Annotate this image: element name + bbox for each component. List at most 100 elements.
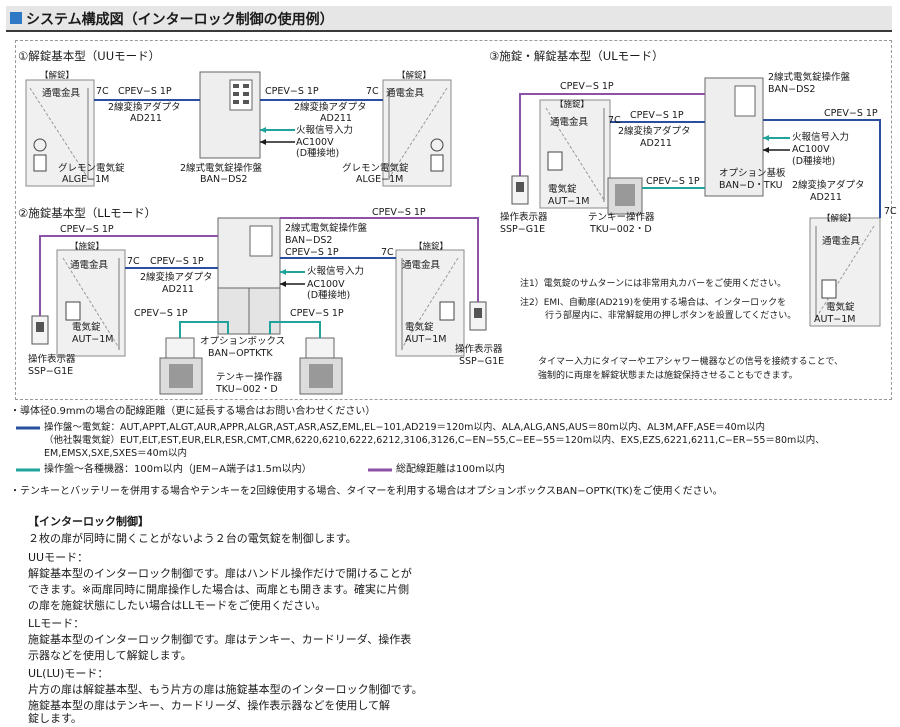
desc-heading: 【インターロック制御】 — [28, 515, 149, 528]
title-square-icon — [10, 12, 22, 24]
ul-tag-right: 【解錠】 — [822, 214, 857, 224]
ll-cable-right: CPEV−S 1P — [285, 247, 339, 258]
desc-ll-2: 示器などを使用して解錠します。 — [28, 649, 192, 662]
ll-lock-left-2: AUT−1M — [72, 334, 114, 345]
ul-7c-left: 7C — [608, 115, 621, 126]
section-uu-title: ①解錠基本型（UUモード） — [18, 49, 161, 63]
ul-ind-2: SSP−G1E — [500, 224, 546, 235]
desc-uu-3: の扉を施錠状態にしたい場合はLLモードをご使用ください。 — [28, 599, 327, 612]
ul-ind-1: 操作表示器 — [500, 212, 548, 223]
uu-right-door-panel — [382, 79, 452, 187]
ll-cable-left: CPEV−S 1P — [150, 256, 204, 267]
note-2a: 注2）EMI、自動扉(AD219)を使用する場合は、インターロックを — [520, 298, 787, 308]
title-bar: システム構成図（インターロック制御の使用例） — [6, 6, 892, 32]
ul-adapter-right-1: 2線変換アダプタ — [792, 180, 865, 191]
ll-ind-left-2: SSP−G1E — [28, 366, 74, 377]
ll-kp-1: テンキー操作器 — [216, 372, 283, 383]
page-title: システム構成図（インターロック制御の使用例） — [26, 12, 334, 28]
ul-kp-1: テンキー操作器 — [588, 212, 655, 223]
ul-lock-left-2: AUT−1M — [548, 196, 590, 207]
uu-cable-right: CPEV−S 1P — [265, 86, 319, 97]
ul-lock-left-1: 電気錠 — [548, 184, 577, 195]
ll-ctrl-2: BAN−DS2 — [285, 235, 333, 246]
desc-uu-title: UUモード： — [28, 551, 89, 564]
ll-pass-left: 通電金具 — [70, 260, 109, 271]
ll-ind-right-1: 操作表示器 — [455, 344, 503, 355]
uu-adapter-right-2: AD211 — [320, 113, 352, 124]
desc-ul-2: 施錠基本型の扉はテンキー、カードリーダ、操作表示器などを使用して解 — [28, 699, 391, 712]
ll-box-1: オプションボックス — [200, 336, 286, 347]
ul-cable-purple: CPEV−S 1P — [560, 81, 614, 92]
desc-ul-title: UL(LU)モード： — [28, 667, 109, 680]
ul-cable-right: CPEV−S 1P — [824, 108, 878, 119]
ul-cable-left: CPEV−S 1P — [630, 110, 684, 121]
uu-adapter-right-1: 2線変換アダプタ — [294, 102, 367, 113]
uu-left-door-panel — [25, 79, 95, 187]
desc-uu-2: できます。※両扉同時に開扉操作した場合は、両扉とも開きます。確実に片側 — [28, 583, 410, 596]
ll-cable-top: CPEV−S 1P — [372, 207, 426, 218]
uu-controller-box — [199, 71, 261, 159]
ul-cable-kp: CPEV−S 1P — [646, 176, 700, 187]
ul-ground: (D種接地) — [792, 156, 836, 167]
ll-tag-left: 【施錠】 — [70, 242, 105, 252]
ul-lock-right-2: AUT−1M — [814, 314, 856, 325]
desc-ll-1: 施錠基本型のインターロック制御です。扉はテンキー、カードリーダ、操作表 — [28, 633, 412, 646]
legend-blue-1: 操作盤〜電気錠：AUT,APPT,ALGT,AUR,APPR,ALGR,AST,… — [44, 422, 765, 433]
ul-left-door-panel — [539, 99, 611, 209]
ll-fire-input: 火報信号入力 — [307, 266, 365, 277]
ll-tag-right: 【施錠】 — [414, 242, 449, 252]
ll-kp-2: TKU−002・D — [216, 384, 278, 395]
ul-keypad — [607, 177, 643, 215]
ul-pass-left: 通電金具 — [550, 117, 589, 128]
uu-ac: AC100V — [296, 137, 334, 148]
ul-option-2: BAN−D・TKU — [719, 180, 783, 191]
ll-adapter-left-2: AD211 — [162, 284, 194, 295]
uu-pass-left: 通電金具 — [42, 88, 81, 99]
ll-keypads — [159, 337, 343, 395]
note-3b: 強制的に両扉を解錠状態または施錠保持させることもできます。 — [538, 371, 798, 381]
uu-ground: (D種接地) — [296, 148, 340, 159]
uu-lock-left-2: ALGE−1M — [62, 174, 110, 185]
ll-lock-right-2: AUT−1M — [405, 334, 447, 345]
ll-ground: (D種接地) — [307, 290, 351, 301]
ll-7c-left: 7C — [127, 256, 140, 267]
wire-distance-intro: ・導体径0.9mmの場合の配線距離（更に延長する場合はお問い合わせください） — [10, 406, 376, 417]
ll-left-door-panel — [56, 249, 126, 357]
uu-cable-left: CPEV−S 1P — [118, 86, 172, 97]
ul-option-1: オプション基板 — [719, 168, 786, 179]
ul-controller-box — [704, 77, 764, 197]
ul-7c-right: 7C — [884, 206, 897, 217]
uu-lock-left-1: グレモン電気錠 — [58, 163, 125, 174]
uu-7c-left: 7C — [96, 86, 109, 97]
ul-adapter-left-1: 2線変換アダプタ — [618, 126, 691, 137]
ul-right-door-panel — [809, 217, 881, 327]
ul-adapter-right-2: AD211 — [810, 192, 842, 203]
ll-controller-box — [217, 217, 281, 335]
ul-fire-input: 火報信号入力 — [792, 132, 850, 143]
ul-indicator — [511, 175, 529, 205]
ul-ctrl-1: 2線式電気錠操作盤 — [768, 72, 851, 83]
uu-fire-input: 火報信号入力 — [296, 125, 354, 136]
note-2b: 行う部屋内に、非常解錠用の押しボタンを設置してください。 — [545, 311, 797, 321]
uu-tag-right: 【解錠】 — [397, 71, 432, 81]
ul-lock-right-1: 電気錠 — [826, 302, 855, 313]
ll-ctrl-1: 2線式電気錠操作盤 — [285, 223, 368, 234]
ll-7c-right: 7C — [381, 247, 394, 258]
desc-ul-1: 片方の扉は解錠基本型、もう片方の扉は施錠基本型のインターロック制御です。 — [28, 683, 423, 696]
ul-tag-left: 【施錠】 — [555, 100, 590, 110]
ll-cable-purple-left: CPEV−S 1P — [60, 224, 114, 235]
ll-lock-left-1: 電気錠 — [72, 322, 101, 333]
ll-adapter-left-1: 2線変換アダプタ — [140, 272, 213, 283]
uu-tag-left: 【解錠】 — [40, 71, 75, 81]
note-1: 注1）電気錠のサムターンには非常用丸カバーをご使用ください。 — [520, 279, 787, 289]
uu-adapter-left-2: AD211 — [130, 113, 162, 124]
legend-teal: 操作盤〜各種機器：100m以内（JEM−A端子は1.5m以内） — [44, 464, 312, 475]
ll-box-2: BAN−OPTKTK — [208, 348, 273, 359]
desc-intro: ２枚の扉が同時に開くことがないよう２台の電気錠を制御します。 — [28, 532, 357, 545]
legend-purple: 総配線距離は100m以内 — [396, 464, 505, 475]
ll-ind-left-1: 操作表示器 — [28, 354, 76, 365]
ul-ac: AC100V — [792, 144, 830, 155]
ll-pass-right: 通電金具 — [402, 260, 441, 271]
desc-ul-3: 錠します。 — [28, 712, 82, 725]
